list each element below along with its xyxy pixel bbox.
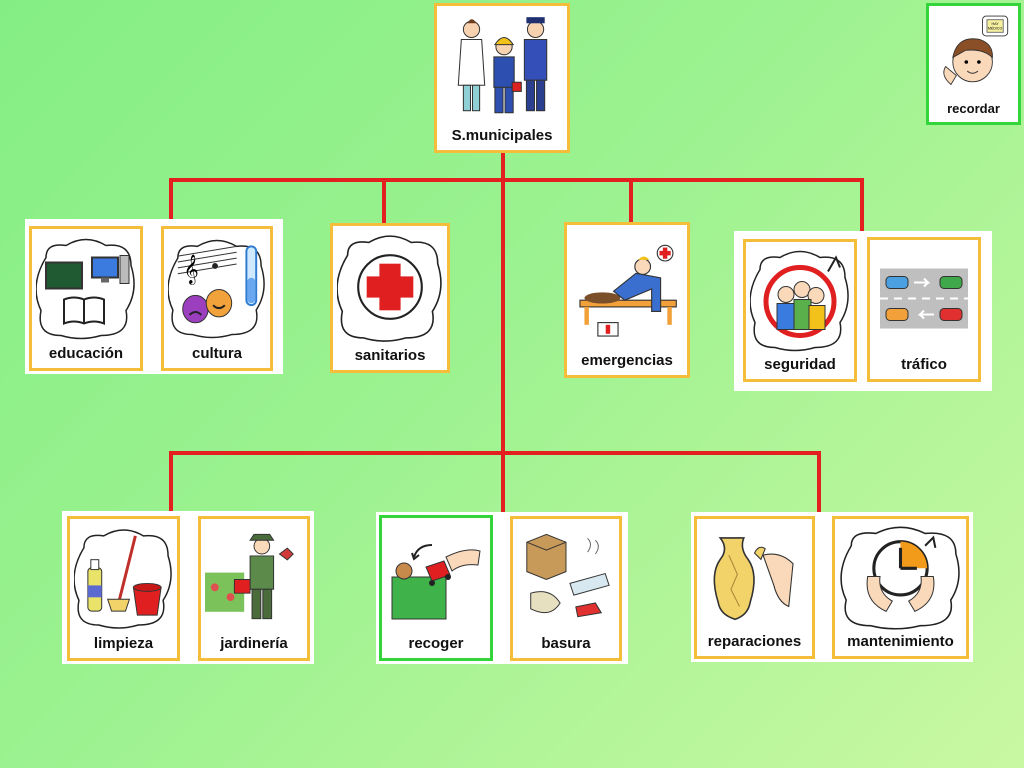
card-label: educación — [48, 345, 124, 362]
card-emergency[interactable]: emergencias — [564, 222, 690, 378]
municipal-workers-icon — [441, 10, 563, 124]
card-label: tráfico — [901, 356, 947, 373]
person-thinking-icon: HAY MÉDICO — [933, 10, 1014, 96]
school-icon — [36, 233, 136, 342]
garbage-icon — [517, 523, 615, 632]
card-label: sanitarios — [354, 347, 426, 364]
card-education[interactable]: educación — [29, 226, 143, 371]
card-municipal-services[interactable]: S.municipales — [434, 3, 570, 153]
card-traffic[interactable]: tráfico — [867, 237, 981, 382]
card-label: jardinería — [220, 635, 288, 652]
traffic-icon — [874, 244, 974, 353]
card-security[interactable]: seguridad — [743, 239, 857, 382]
card-pick-up[interactable]: recoger — [379, 515, 493, 661]
card-label: reparaciones — [707, 633, 802, 650]
svg-text:𝄞: 𝄞 — [184, 255, 199, 285]
card-cleaning[interactable]: limpieza — [67, 516, 180, 661]
card-maintenance[interactable]: mantenimiento — [832, 516, 969, 659]
remember-note-line-1: HAY — [992, 22, 1000, 26]
cleaning-icon — [74, 523, 173, 632]
card-gardening[interactable]: jardinería — [198, 516, 310, 661]
card-label: S.municipales — [451, 127, 553, 144]
maintenance-clock-icon — [839, 523, 962, 630]
card-label: limpieza — [93, 635, 154, 652]
card-label: mantenimiento — [847, 633, 954, 650]
red-cross-icon — [337, 230, 443, 344]
security-icon — [750, 246, 850, 353]
card-label: basura — [541, 635, 591, 652]
pick-up-icon — [386, 522, 486, 632]
card-culture[interactable]: 𝄞 cultura — [161, 226, 273, 371]
card-label: seguridad — [764, 356, 836, 373]
card-garbage[interactable]: basura — [510, 516, 622, 661]
repair-vase-icon — [701, 523, 808, 630]
card-label: recoger — [408, 635, 464, 652]
card-remember[interactable]: HAY MÉDICO recordar — [926, 3, 1021, 125]
remember-note-line-2: MÉDICO — [988, 26, 1003, 31]
card-label: emergencias — [581, 352, 673, 369]
culture-icon: 𝄞 — [168, 233, 266, 342]
card-label: cultura — [191, 345, 242, 362]
gardener-icon — [205, 523, 303, 632]
card-health[interactable]: sanitarios — [330, 223, 450, 373]
card-label: recordar — [947, 101, 1000, 116]
card-repairs[interactable]: reparaciones — [694, 516, 815, 659]
first-aid-icon — [571, 229, 683, 349]
